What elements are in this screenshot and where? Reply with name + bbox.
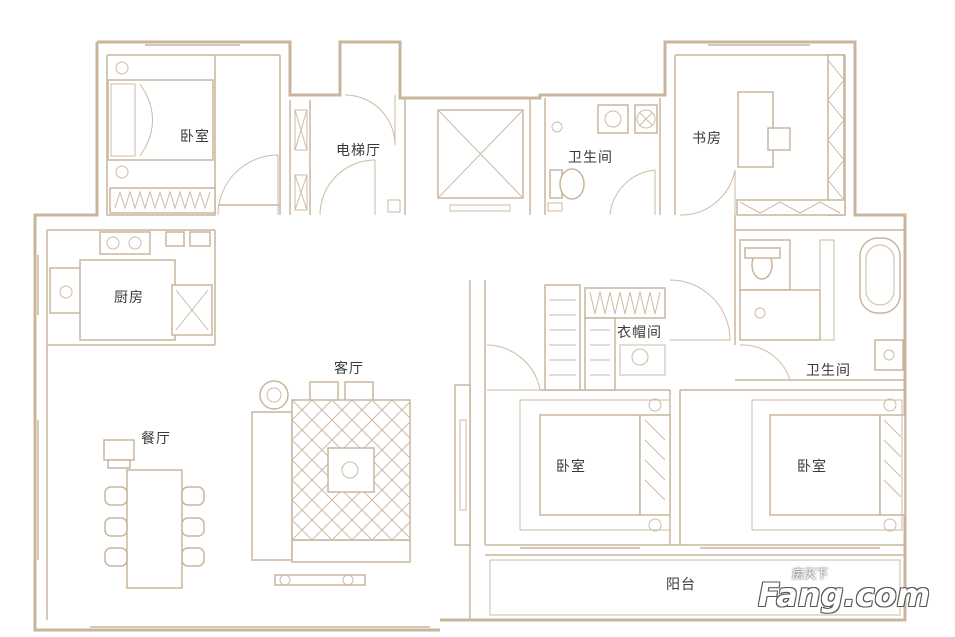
watermark-logo-text: Fang.com [758,576,930,614]
bedroom-nw-furniture [107,61,216,214]
bathroom-east-fixtures [739,237,904,371]
bathroom-north-fixtures [547,104,658,212]
elevator-shaft [294,109,524,213]
room-label-elevator-hall: 电梯厅 [336,143,381,159]
room-label-living-room: 客厅 [334,361,364,377]
windows [37,44,880,628]
bedroom-se-furniture [751,398,906,532]
room-label-walk-in-closet: 衣帽间 [617,325,662,341]
study-furniture [736,54,846,216]
room-label-bathroom-north: 卫生间 [568,150,613,166]
room-label-dining-room: 餐厅 [141,431,171,447]
dining-furniture [103,439,205,589]
bedroom-south-furniture [519,398,671,532]
living-furniture [251,380,471,586]
room-label-bedroom-south: 卧室 [556,459,586,475]
kitchen-fixtures [49,231,213,341]
watermark-small-text: 房天下 [792,567,829,581]
room-label-balcony: 阳台 [666,577,696,593]
interior-walls [46,54,905,620]
room-label-bedroom-nw: 卧室 [180,129,210,145]
closet-fixtures [544,284,666,391]
room-label-kitchen: 厨房 [114,290,144,306]
balcony-outline [489,559,901,616]
room-label-study: 书房 [692,131,722,147]
room-label-bedroom-se: 卧室 [797,459,827,475]
door-swings [217,94,791,391]
room-label-bathroom-east: 卫生间 [806,363,851,379]
